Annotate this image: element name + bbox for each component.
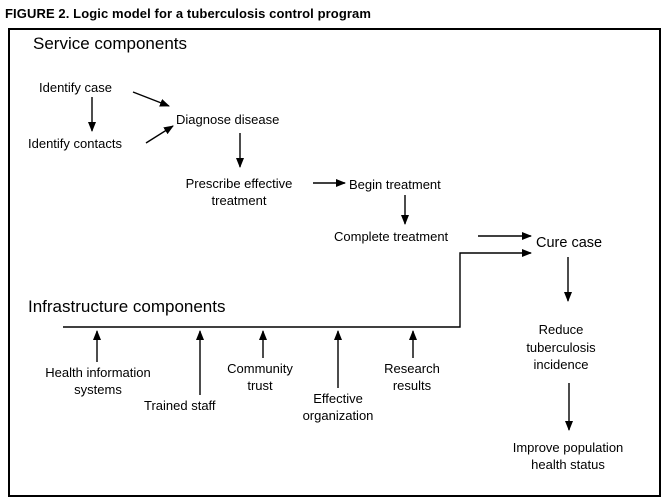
- node-diagnose-disease: Diagnose disease: [176, 112, 280, 127]
- figure-title: FIGURE 2. Logic model for a tuberculosis…: [5, 6, 372, 21]
- node-cure-case: Cure case: [536, 235, 603, 251]
- infrastructure-components-heading: Infrastructure components: [28, 297, 226, 316]
- node-community-trust: Community trust: [227, 361, 293, 393]
- node-identify-case: Identify case: [39, 80, 112, 95]
- node-prescribe-effective-treatment: Prescribe effective treatment: [185, 176, 293, 208]
- node-effective-organization: Effective organization: [302, 391, 374, 423]
- node-improve-population-health-status: Improve population health status: [512, 440, 624, 472]
- node-begin-treatment: Begin treatment: [349, 177, 441, 192]
- node-complete-treatment: Complete treatment: [334, 229, 449, 244]
- node-trained-staff: Trained staff: [144, 398, 216, 413]
- service-components-heading: Service components: [33, 34, 188, 53]
- node-research-results: Research results: [384, 361, 440, 393]
- node-reduce-tuberculosis-incidence: Reduce tuberculosis incidence: [526, 322, 596, 373]
- node-identify-contacts: Identify contacts: [28, 136, 122, 151]
- node-health-information-systems: Health information systems: [45, 365, 151, 397]
- diagram-box: [8, 28, 661, 497]
